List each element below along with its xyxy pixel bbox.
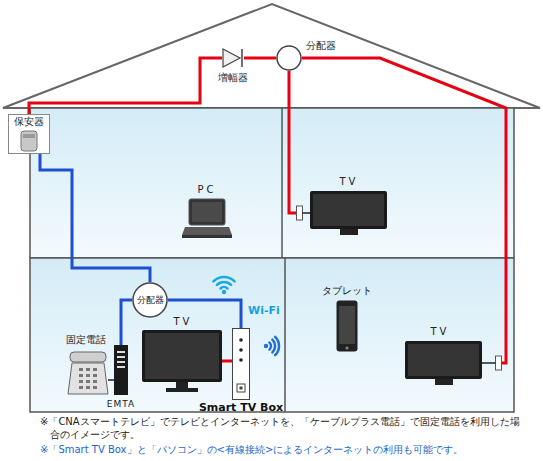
device-label: TV	[340, 176, 359, 188]
cable-line	[289, 71, 296, 213]
device-label: 分配器	[137, 294, 164, 306]
cable-line	[121, 300, 132, 345]
device-label: タブレット	[322, 285, 372, 297]
lower-floor	[30, 258, 514, 412]
amplifier-symbol	[222, 48, 244, 68]
amplifier-node: 増幅器	[218, 48, 248, 84]
device-label: 保安器	[14, 116, 44, 128]
settop-box	[232, 328, 250, 400]
cable-line	[29, 58, 222, 114]
cable-line	[108, 379, 114, 381]
laptop-node: PC	[182, 184, 232, 240]
settop-node: Smart TV Box	[199, 328, 283, 414]
laptop-icon	[182, 198, 232, 240]
footnote: ※「CNAスマートテレビ」でテレビとインターネットを、「ケーブルプラス電話」で固…	[40, 415, 520, 441]
tv-node: TV	[405, 326, 502, 386]
tv-node: TV	[296, 176, 388, 236]
footnote: ※「Smart TV Box」と「パソコン」の<有線接続>によるインターネットの…	[40, 443, 463, 456]
tv-icon	[142, 330, 222, 392]
device-label: EMTA	[107, 398, 135, 410]
tv-icon	[296, 190, 388, 236]
device-label: 分配器	[306, 40, 336, 52]
tablet-icon	[336, 300, 358, 352]
cable-line	[244, 57, 276, 60]
wifi-dot	[264, 344, 268, 348]
tablet-node: タブレット	[322, 285, 372, 352]
cable-line	[222, 360, 232, 363]
splitter-node: 分配器	[132, 282, 168, 318]
device-label: TV	[174, 316, 193, 328]
device-label: PC	[197, 184, 216, 196]
upper-floor	[30, 108, 514, 258]
device-label: TV	[431, 326, 450, 338]
room-divider	[281, 108, 283, 258]
emta-device	[114, 345, 128, 395]
splitter-node: 分配器	[276, 40, 336, 71]
wifi-label: Wi-Fi	[248, 304, 280, 317]
phone-node: 固定電話	[66, 334, 108, 395]
wifi-symbol	[270, 337, 280, 355]
device-label: Smart TV Box	[199, 402, 283, 414]
tv-icon	[405, 340, 502, 386]
phone-icon	[68, 350, 108, 395]
wifi-symbol	[213, 277, 234, 288]
room-divider	[284, 258, 286, 412]
cable-line	[302, 58, 506, 363]
device-label: 固定電話	[66, 334, 106, 346]
device-label: 増幅器	[218, 72, 248, 84]
tv-node: TV	[142, 316, 222, 392]
emta-node: EMTA	[107, 345, 135, 410]
protector-node: 保安器	[8, 114, 50, 154]
splitter-circle	[276, 45, 302, 71]
roof	[3, 4, 540, 108]
wifi-dot	[222, 290, 226, 294]
cable-line	[168, 300, 241, 328]
cable-line	[40, 154, 150, 282]
